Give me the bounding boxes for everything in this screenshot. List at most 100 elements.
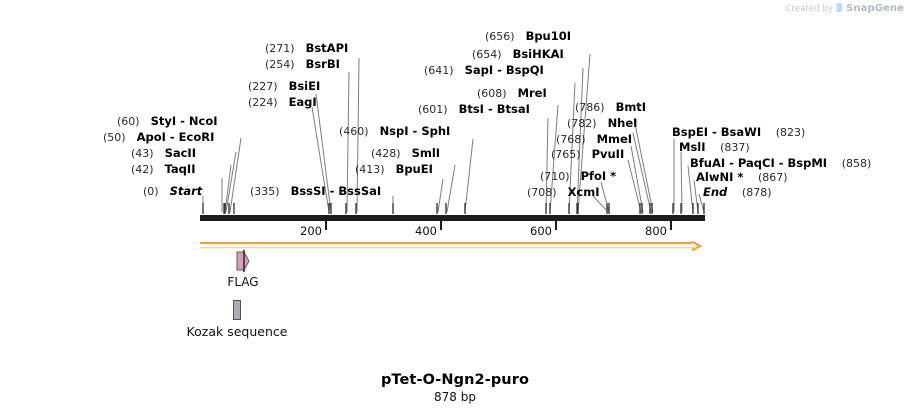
ruler-tick-600 [555, 221, 557, 230]
site-label-start[interactable]: (0) Start [143, 184, 203, 199]
site-label-eagi[interactable]: (224) EagI [248, 96, 317, 110]
site-enzymes: BssSI - BssSaI [290, 184, 382, 198]
site-label-bfuai-paqci-bspmi[interactable]: BfuAI - PaqCI - BspMI (858) [690, 156, 871, 171]
site-pos: (60) [117, 115, 140, 128]
site-enzymes: NspI - SphI [379, 124, 451, 138]
ruler-tick-400 [440, 221, 442, 230]
site-label-msli[interactable]: MslI (837) [679, 140, 750, 155]
site-enzymes: ApoI - EcoRI [136, 130, 215, 144]
site-pos: (768) [556, 133, 586, 146]
watermark-brand-text: SnapGene [846, 3, 904, 14]
site-pos: (43) [131, 147, 154, 160]
site-enzymes: Start [169, 184, 203, 198]
site-enzymes: StyI - NcoI [150, 114, 218, 128]
site-pos: (654) [472, 48, 502, 61]
feature-flag[interactable] [236, 250, 250, 272]
site-enzymes: SapI - BspQI [464, 63, 544, 77]
site-enzymes: BsrBI [305, 57, 340, 71]
site-pos: (708) [527, 186, 557, 199]
site-pos: (601) [418, 103, 448, 116]
site-label-sacii[interactable]: (43) SacII [131, 146, 196, 161]
site-label-bsrbi[interactable]: (254) BsrBI [265, 57, 340, 72]
site-pos: (765) [551, 148, 581, 161]
ruler-tick-200 [325, 221, 327, 230]
site-pos: (608) [477, 87, 507, 100]
site-label-nhei[interactable]: (782) NheI [567, 116, 638, 131]
snapgene-logo-icon [836, 3, 843, 14]
ruler-label-400: 400 [415, 224, 437, 238]
plasmid-backbone [200, 214, 705, 221]
site-label-bspei-bsawi[interactable]: BspEI - BsaWI (823) [672, 126, 806, 140]
site-label-bpu10i[interactable]: (656) Bpu10I [485, 30, 571, 44]
site-label-mrei[interactable]: (608) MreI [477, 87, 547, 101]
site-enzymes: BstAPI [305, 41, 349, 55]
site-enzymes: MslI [679, 140, 706, 154]
site-pos: (224) [248, 96, 278, 109]
site-enzymes: BtsI - BtsaI [458, 102, 530, 116]
plasmid-length: 878 bp [434, 390, 476, 404]
site-label-bmti[interactable]: (786) BmtI [575, 100, 647, 115]
site-enzymes: AlwNI * [696, 170, 744, 184]
site-pos: (428) [371, 147, 401, 160]
site-enzymes: End [703, 185, 728, 199]
site-enzymes: MmeI [596, 132, 633, 146]
site-pos: (413) [355, 163, 385, 176]
site-label-btsi-btsai[interactable]: (601) BtsI - BtsaI [418, 102, 530, 117]
site-label-sapi-bspqi[interactable]: (641) SapI - BspQI [424, 63, 544, 78]
watermark-created-by-text: Created by [785, 3, 834, 14]
site-pos: (641) [424, 64, 454, 77]
site-enzymes: BpuEI [395, 162, 433, 176]
site-label-mmei[interactable]: (768) MmeI [556, 132, 633, 147]
site-pos: (460) [339, 125, 369, 138]
site-pos: (837) [720, 141, 750, 154]
site-enzymes: BsiEI [288, 79, 321, 93]
plasmid-title-block: pTet-O-Ngn2-puro 878 bp [381, 372, 529, 404]
site-label-bsihkai[interactable]: (654) BsiHKAI [472, 47, 564, 62]
site-enzymes: BsiHKAI [512, 47, 564, 61]
site-label-xcmi[interactable]: (708) XcmI [527, 186, 600, 200]
site-enzymes: NheI [607, 116, 638, 130]
site-pos: (710) [540, 170, 570, 183]
site-label-nspi-sphi[interactable]: (460) NspI - SphI [339, 124, 451, 139]
site-label-taqii[interactable]: (42) TaqII [131, 162, 196, 177]
site-label-smli[interactable]: (428) SmlI [371, 146, 441, 161]
site-label-bsiei[interactable]: (227) BsiEI [248, 79, 321, 94]
site-enzymes: SmlI [411, 146, 441, 160]
site-label-pfoi[interactable]: (710) PfoI * [540, 170, 616, 184]
ruler-tick-800 [670, 221, 672, 230]
site-pos: (656) [485, 30, 515, 43]
site-label-pvuii[interactable]: (765) PvuII [551, 148, 624, 162]
feature-flag-label: FLAG [227, 275, 259, 289]
site-enzymes: TaqII [164, 162, 196, 176]
ruler-label-800: 800 [645, 224, 667, 238]
site-pos: (335) [250, 185, 280, 198]
ruler-label-200: 200 [300, 224, 322, 238]
site-pos: (878) [741, 186, 772, 199]
site-enzymes: BmtI [615, 100, 647, 114]
site-pos: (42) [131, 163, 154, 176]
site-enzymes: SacII [164, 146, 196, 160]
site-pos: (227) [248, 80, 278, 93]
site-label-bstapi[interactable]: (271) BstAPI [265, 41, 349, 56]
site-pos: (0) [143, 185, 159, 198]
site-label-end[interactable]: End (878) [703, 185, 772, 200]
site-pos: (823) [775, 126, 806, 139]
feature-kozak-label: Kozak sequence [186, 324, 288, 339]
site-pos: (782) [567, 117, 597, 130]
site-enzymes: BfuAI - PaqCI - BspMI [690, 156, 828, 170]
site-pos: (786) [575, 101, 605, 114]
snapgene-watermark: Created by SnapGene [785, 3, 904, 14]
orf-arrow [200, 236, 705, 252]
site-label-bpuei[interactable]: (413) BpuEI [355, 162, 433, 177]
site-pos: (254) [265, 58, 295, 71]
site-label-alwni[interactable]: AlwNI * (867) [696, 170, 788, 185]
site-pos: (50) [103, 131, 126, 144]
site-label-styi-ncoi[interactable]: (60) StyI - NcoI [117, 114, 218, 129]
site-label-bsssi-bsssai[interactable]: (335) BssSI - BssSaI [250, 184, 382, 199]
feature-kozak[interactable] [233, 300, 241, 320]
site-label-apoi-ecori[interactable]: (50) ApoI - EcoRI [103, 130, 215, 145]
site-pos: (271) [265, 42, 295, 55]
site-pos: (867) [758, 171, 788, 184]
